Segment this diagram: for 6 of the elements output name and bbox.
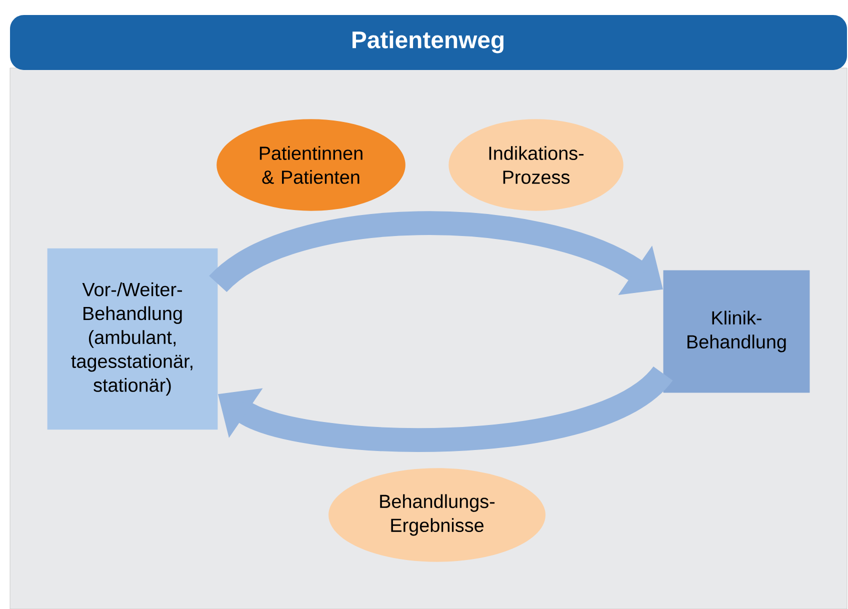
process-oval: Behandlungs-Ergebnisse [328,468,546,562]
process-oval: Patientinnen & Patienten [216,119,406,211]
process-oval: Indikations-Prozess [448,119,624,211]
title-bar: Patientenweg [10,15,847,70]
process-box: Klinik-Behandlung [663,270,810,393]
process-box: Vor-/Weiter-Behandlung (ambulant, tagesstationär, stationär) [47,248,218,430]
